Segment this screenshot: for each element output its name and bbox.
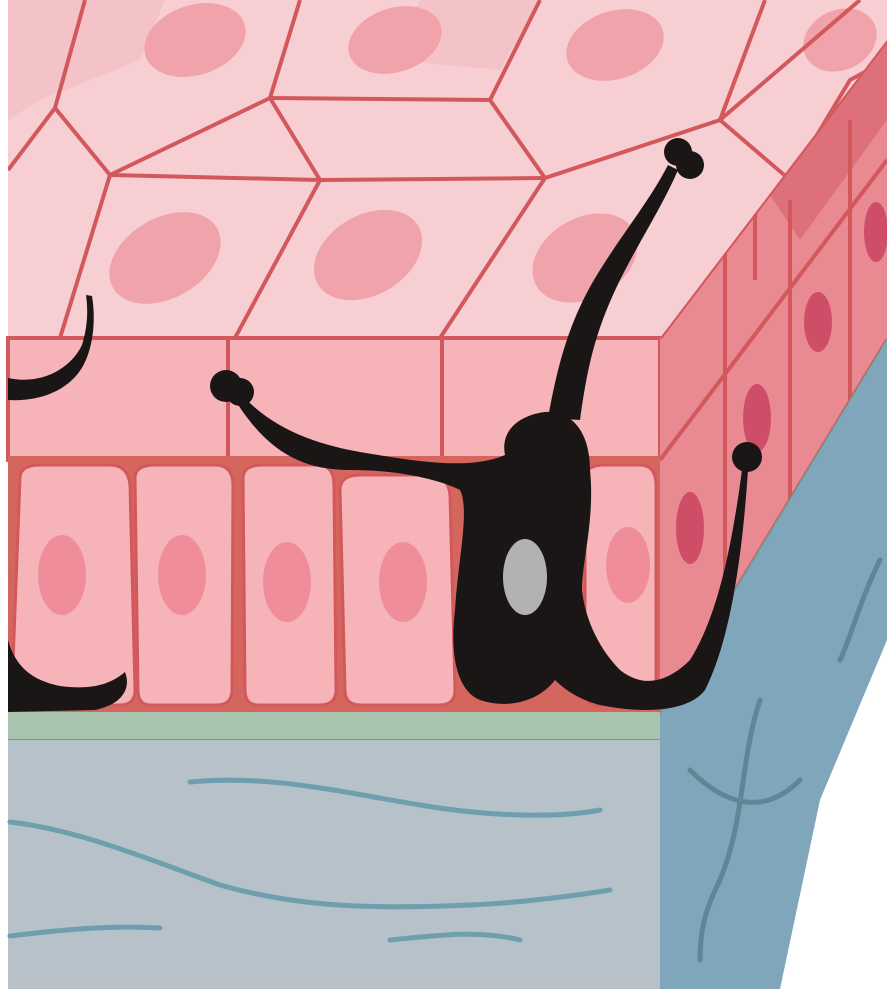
connective-tissue-front [8, 740, 660, 989]
dendritic-cell-nucleus [503, 539, 547, 615]
